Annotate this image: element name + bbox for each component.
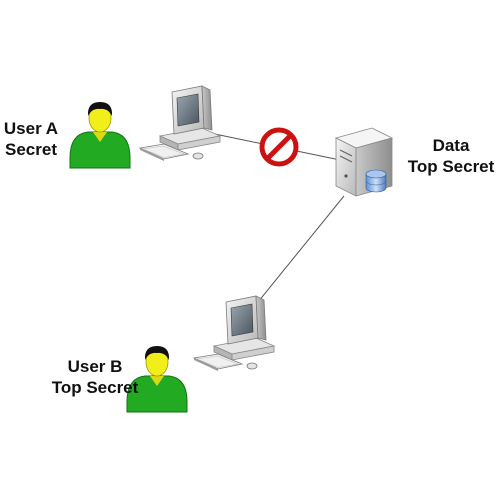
data-clearance: Top Secret (407, 157, 495, 176)
data-label: Data Top Secret (406, 135, 496, 177)
prohibited-icon (259, 127, 299, 167)
desktop-computer-icon-user-a (139, 85, 221, 162)
user-a-name: User A (3, 119, 59, 138)
user-b-clearance: Top Secret (51, 378, 139, 397)
user-a-label: User A Secret (0, 118, 62, 160)
data-name: Data (432, 136, 470, 155)
user-b-label: User B Top Secret (40, 356, 150, 398)
desktop-computer-icon-user-b (193, 295, 275, 372)
link-user-b-to-data (244, 195, 345, 319)
database-server-icon (334, 127, 394, 197)
person-icon-user-a (69, 101, 131, 169)
user-b-name: User B (67, 357, 123, 376)
user-a-clearance: Secret (5, 140, 57, 159)
